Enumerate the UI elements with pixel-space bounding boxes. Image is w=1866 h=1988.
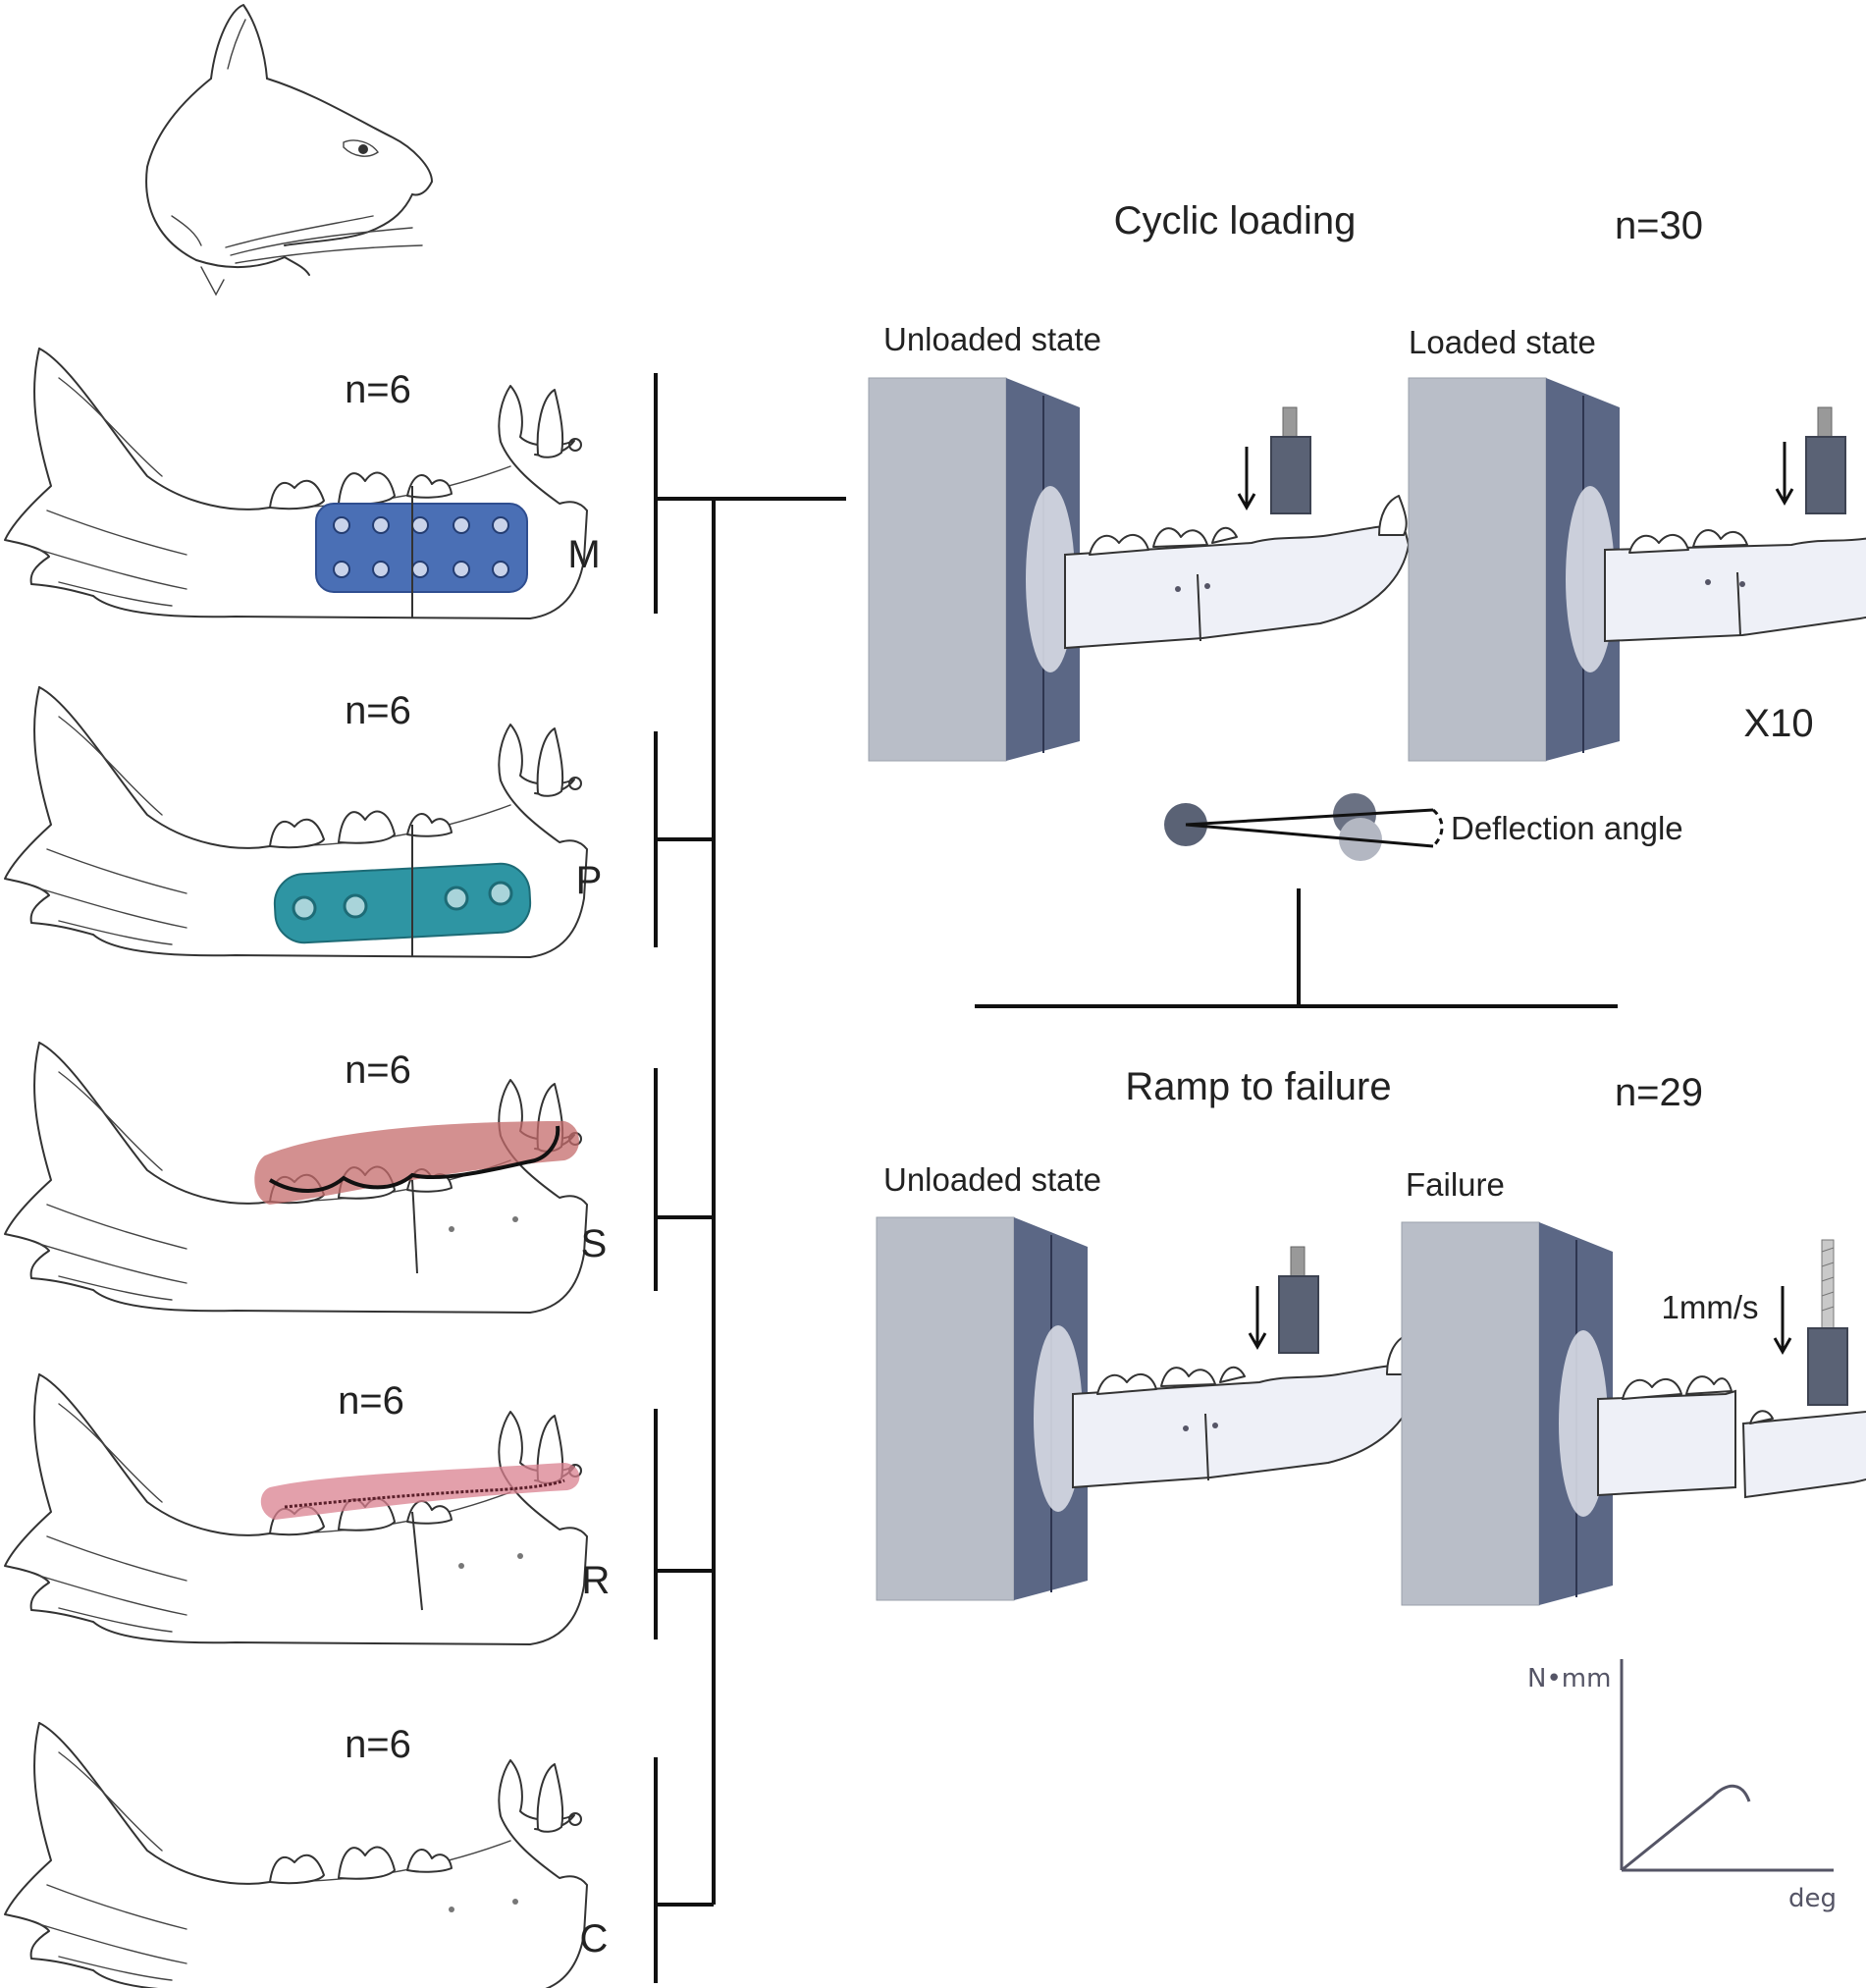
- group-s-letter: S: [581, 1222, 608, 1265]
- ramp-failure-setup: [1401, 1221, 1866, 1606]
- ramp-rate-label: 1mm/s: [1662, 1289, 1759, 1325]
- mandible-group-m: [4, 348, 588, 619]
- plot-y-label: N•mm: [1527, 1664, 1611, 1693]
- group-bracket-tree: [654, 373, 846, 1983]
- cat-head-illustration: [145, 4, 433, 296]
- deflection-angle-label: Deflection angle: [1451, 810, 1683, 846]
- group-p-n: n=6: [345, 689, 411, 732]
- group-r-n: n=6: [338, 1379, 404, 1423]
- group-s-n: n=6: [345, 1048, 411, 1092]
- cyclic-unloaded-setup: [868, 377, 1411, 762]
- plot-curve: [1621, 1784, 1751, 1872]
- mandible-group-p: [4, 686, 588, 958]
- mandible-group-r: [4, 1373, 588, 1645]
- group-m-letter: M: [567, 533, 600, 576]
- ramp-unloaded-label: Unloaded state: [883, 1161, 1101, 1198]
- cyclic-loaded-label: Loaded state: [1409, 324, 1596, 360]
- ramp-n: n=29: [1615, 1071, 1703, 1114]
- cyclic-loaded-setup: [1408, 377, 1866, 762]
- group-p-letter: P: [576, 859, 603, 902]
- group-m-n: n=6: [345, 368, 411, 411]
- ramp-unloaded-setup: [876, 1216, 1418, 1601]
- ramp-failure-label: Failure: [1406, 1166, 1505, 1203]
- group-c-n: n=6: [345, 1723, 411, 1766]
- miniplate-fixation: [315, 503, 528, 593]
- deflection-angle-glyph: [1164, 793, 1444, 861]
- cyclic-n: n=30: [1615, 204, 1703, 247]
- ramp-title: Ramp to failure: [1125, 1065, 1391, 1108]
- section-connector: [975, 888, 1618, 1008]
- moment-angle-plot: N•mm deg: [1527, 1659, 1837, 1913]
- plot-x-label: deg: [1788, 1884, 1837, 1913]
- plate-fixation: [273, 862, 532, 944]
- cyclic-title: Cyclic loading: [1114, 199, 1357, 242]
- group-c-letter: C: [580, 1917, 609, 1961]
- cyclic-unloaded-label: Unloaded state: [883, 321, 1101, 357]
- resin-fixation: [260, 1463, 580, 1520]
- cyclic-repeat: X10: [1743, 702, 1813, 745]
- mandible-group-s: [4, 1042, 588, 1314]
- mandible-group-c: [4, 1722, 588, 1988]
- group-r-letter: R: [582, 1559, 611, 1602]
